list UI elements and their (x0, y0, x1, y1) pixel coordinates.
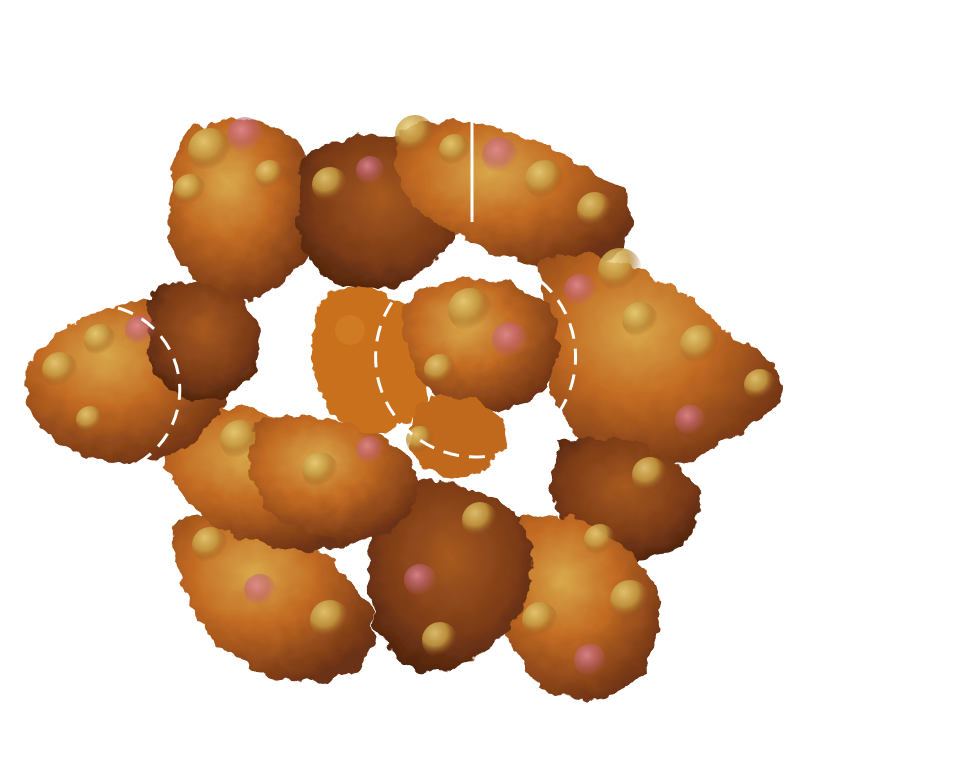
surface-highlights (42, 115, 776, 676)
dashed-marker-left (117, 306, 182, 470)
dashed-marker-center (374, 255, 578, 459)
lobe-bottom-right (498, 514, 662, 700)
annotation-overlays (117, 120, 578, 470)
protein-complex (24, 117, 782, 700)
lobe-right (540, 254, 782, 470)
